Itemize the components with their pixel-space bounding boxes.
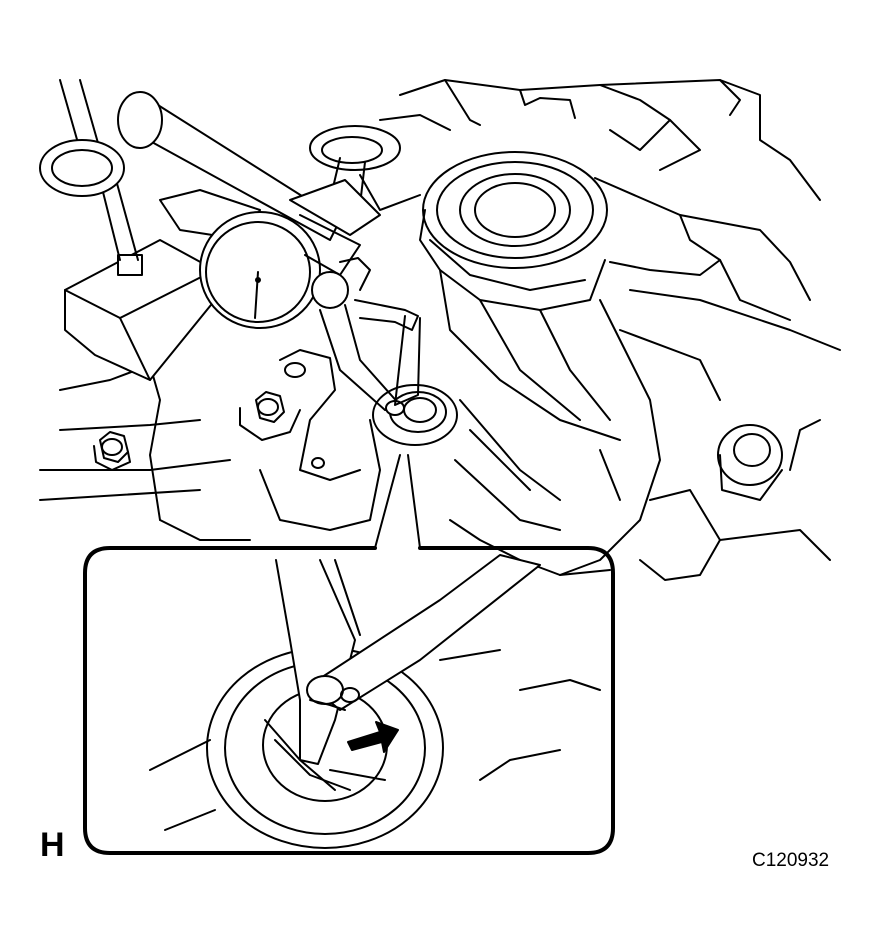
housing-ribs bbox=[454, 399, 621, 531]
bolt bbox=[717, 424, 783, 501]
bolt bbox=[239, 391, 301, 441]
bolt bbox=[93, 431, 131, 471]
clamp-knob bbox=[289, 125, 401, 236]
magnetic-base bbox=[64, 239, 216, 381]
figure-code: C120932 bbox=[752, 850, 830, 871]
pinion-flange bbox=[419, 151, 621, 441]
dial-indicator bbox=[159, 189, 371, 329]
detail-inset bbox=[83, 546, 615, 855]
callout-leader bbox=[374, 454, 421, 549]
mounting-bracket bbox=[279, 349, 361, 481]
arrow-icon bbox=[347, 721, 399, 753]
inset-probe bbox=[275, 554, 541, 765]
oil-seal-bore bbox=[372, 384, 458, 446]
view-label: H bbox=[40, 826, 65, 864]
probe-lever bbox=[319, 299, 421, 416]
differential-housing bbox=[39, 79, 841, 581]
dial-indicator-stand bbox=[39, 79, 341, 261]
inset-seal bbox=[149, 647, 601, 849]
